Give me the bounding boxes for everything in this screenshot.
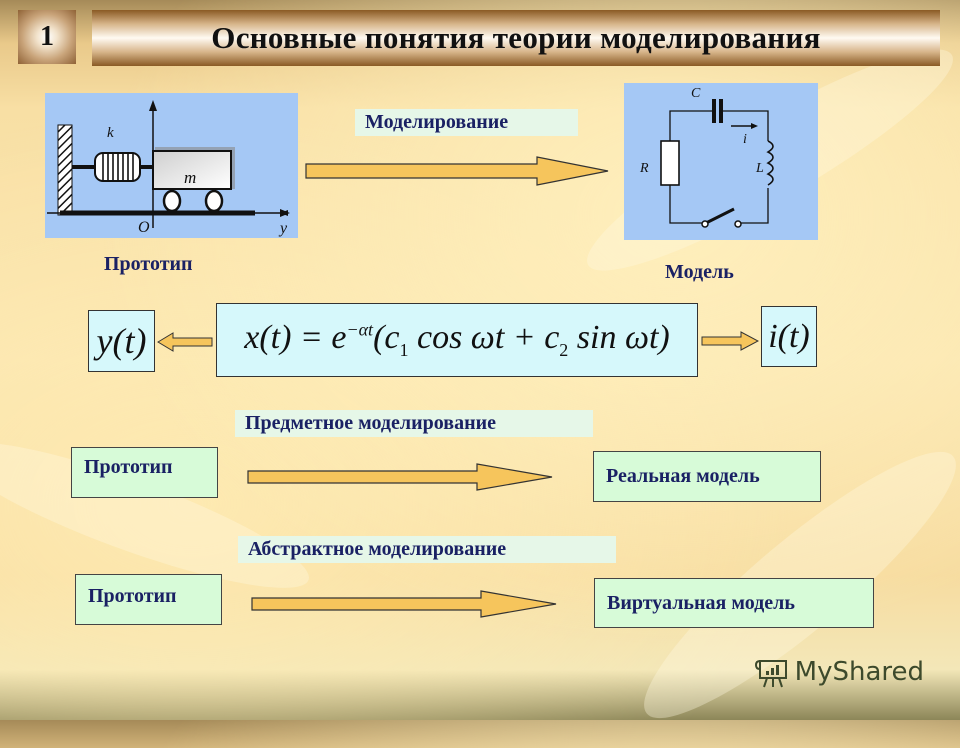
model-figure: C i R L	[624, 83, 818, 240]
subject-arrow-icon	[247, 463, 553, 491]
rlc-circuit-diagram: C i R L	[639, 86, 774, 228]
slide-number-badge: 1	[18, 10, 76, 64]
inductor-label: L	[755, 161, 764, 176]
real-model-text: Реальная модель	[606, 465, 760, 487]
equation-box: x(t) = e−αt(c1 cos ωt + c2 sin ωt)	[216, 303, 698, 377]
resistor-label: R	[639, 161, 649, 176]
y-of-t-box: y(t)	[88, 310, 155, 372]
modeling-label: Моделирование	[355, 109, 578, 136]
subject-prototype-box: Прототип	[71, 447, 218, 498]
abstract-arrow-icon	[251, 590, 557, 618]
prototype-figure: k m O y	[45, 93, 298, 238]
virtual-model-text: Виртуальная модель	[607, 591, 795, 614]
left-arrow-icon	[157, 332, 213, 352]
abstract-prototype-text: Прототип	[88, 585, 177, 607]
abstract-prototype-box: Прототип	[75, 574, 222, 625]
spring-label: k	[107, 125, 114, 141]
real-model-box: Реальная модель	[593, 451, 821, 502]
prototype-label: Прототип	[104, 253, 193, 275]
presentation-board-icon	[754, 660, 787, 688]
right-arrow-icon	[701, 331, 759, 351]
model-label: Модель	[665, 261, 734, 283]
i-of-t-symbol: i(t)	[768, 317, 810, 355]
i-of-t-box: i(t)	[761, 306, 817, 367]
axis-label: y	[278, 220, 288, 237]
equation: x(t) = e−αt(c1 cos ωt + c2 sin ωt)	[244, 319, 670, 360]
title-bar: Основные понятия теории моделирования	[92, 10, 940, 66]
mass-label: m	[184, 168, 196, 187]
watermark-text: MyShared	[794, 657, 924, 687]
watermark: MyShared	[754, 656, 924, 688]
slide-number: 1	[40, 21, 54, 52]
origin-label: O	[138, 219, 150, 236]
modeling-arrow-icon	[305, 156, 609, 186]
capacitor-label: C	[691, 86, 701, 101]
current-label: i	[743, 132, 747, 147]
y-of-t-symbol: y(t)	[96, 321, 147, 361]
spring-mass-diagram: k m O y	[47, 100, 290, 237]
virtual-model-box: Виртуальная модель	[594, 578, 874, 628]
subject-prototype-text: Прототип	[84, 456, 173, 478]
abstract-modeling-label: Абстрактное моделирование	[238, 536, 616, 563]
subject-modeling-label: Предметное моделирование	[235, 410, 593, 437]
page-title: Основные понятия теории моделирования	[211, 20, 821, 55]
